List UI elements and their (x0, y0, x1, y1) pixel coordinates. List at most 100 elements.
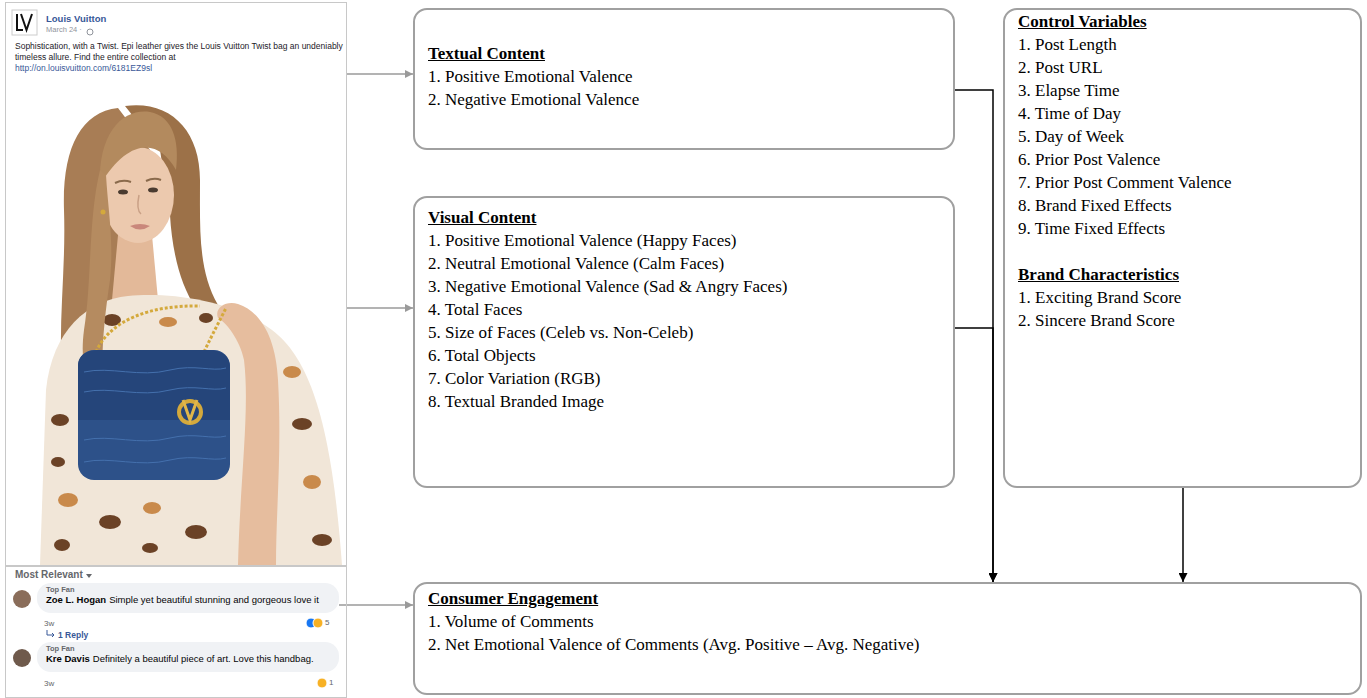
outcome-box: Consumer Engagement1. Volume of Comments… (413, 582, 1362, 695)
control-box: Control Variables1. Post Length2. Post U… (1003, 8, 1362, 488)
connector-arrow (955, 328, 993, 582)
box-heading: Brand Characteristics (1018, 263, 1350, 286)
brow (115, 181, 131, 183)
connector-arrow (339, 604, 413, 606)
print-spot (143, 502, 161, 514)
fringe (100, 112, 177, 185)
earring (101, 210, 106, 215)
print-spot (99, 515, 121, 529)
handbag (78, 350, 230, 480)
eye (118, 190, 128, 195)
connector-arrow (347, 73, 413, 75)
twist-clasp (183, 400, 197, 420)
post-panel: Louis VuittonMarch 24 · Sophistication, w… (5, 2, 347, 566)
box-heading: Control Variables (1018, 10, 1350, 33)
variable-item: 2. Negative Emotional Valence (428, 88, 943, 111)
comment-author: Zoe L. Hogan (46, 594, 106, 605)
box-heading: Textual Content (428, 42, 943, 65)
variable-item: 8. Brand Fixed Effects (1018, 194, 1244, 217)
photo-ground (6, 92, 346, 565)
globe-icon (87, 29, 93, 35)
label-slot: 3w (44, 679, 54, 688)
bag-chain (204, 308, 226, 352)
comment-line: Kre DavisDefinitely a beautiful piece of… (46, 653, 330, 664)
post-caption: Sophistication, with a Twist. Epi leathe… (15, 41, 343, 63)
reaction-count: 1 (329, 678, 333, 687)
leather-grain (84, 388, 226, 393)
variable-item: 7. Color Variation (RGB) (428, 367, 943, 390)
leather-grain (84, 436, 226, 441)
print-spot (292, 418, 312, 430)
logo-mark (21, 14, 32, 30)
sort-label: Most Relevant (15, 569, 346, 580)
variable-item: 2. Sincere Brand Score (1018, 309, 1244, 332)
print-spot (58, 493, 78, 507)
print-spot (199, 313, 213, 323)
logo-frame (12, 10, 37, 35)
variable-item: 7. Prior Post Comment Valence (1018, 171, 1244, 194)
timestamp: 3w (44, 679, 54, 688)
label-slot: 5 (325, 618, 329, 627)
variable-item: 1. Exciting Brand Score (1018, 286, 1244, 309)
post-date: March 24 · (46, 25, 346, 35)
fan-badge: Top Fan (46, 585, 330, 594)
variable-item: 4. Time of Day (1018, 102, 1244, 125)
comment-bubble: Top FanZoe L. HoganSimple yet beautiful … (37, 583, 339, 613)
connector-arrow (955, 90, 993, 582)
twist-clasp (179, 401, 201, 423)
fan-badge: Top Fan (46, 644, 330, 653)
print-spot (159, 317, 177, 327)
print-spot (283, 366, 301, 378)
variable-item: 1. Post Length (1018, 33, 1244, 56)
variable-item: 2. Neutral Emotional Valence (Calm Faces… (428, 252, 943, 275)
leather-grain (84, 458, 226, 463)
comment-line: Zoe L. HoganSimple yet beautiful stunnin… (46, 594, 330, 605)
comments-panel: Most RelevantTop FanZoe L. HoganSimple y… (5, 566, 347, 698)
variable-item: 2. Net Emotional Valence of Comments (Av… (428, 633, 1350, 656)
sort-caret (86, 574, 92, 578)
variable-item: 6. Prior Post Valence (1018, 148, 1244, 171)
variable-item: 5. Size of Faces (Celeb vs. Non-Celeb) (428, 321, 943, 344)
nose (138, 195, 141, 214)
connector-arrow (1182, 488, 1184, 582)
model-photo (40, 105, 342, 565)
print-spot (51, 414, 69, 426)
box-heading: Consumer Engagement (428, 587, 1350, 610)
label-slot: 1 (329, 678, 333, 687)
print-spot (142, 543, 158, 553)
print-spot (312, 534, 332, 546)
comment-text: Definitely a beautiful piece of art. Lov… (93, 653, 314, 664)
connector-arrow (347, 307, 413, 309)
construct-box: Visual Content1. Positive Emotional Vale… (413, 196, 955, 488)
box-heading: Visual Content (428, 206, 943, 229)
leather-grain (84, 368, 226, 373)
variable-item: 5. Day of Week (1018, 125, 1244, 148)
label-slot: 3w (44, 619, 54, 628)
label-slot: 1 Reply (58, 630, 88, 640)
print-spot (185, 525, 207, 539)
variable-item: 3. Elapse Time (1018, 79, 1244, 102)
page-logo (12, 10, 37, 35)
comment-text: Simple yet beautiful stunning and gorgeo… (109, 594, 319, 605)
variable-item: 1. Positive Emotional Valence (Happy Fac… (428, 229, 943, 252)
print-spot (51, 457, 65, 467)
variable-item: 1. Volume of Comments (428, 610, 1350, 633)
reaction-icon (317, 678, 327, 688)
reply-link: 1 Reply (58, 630, 88, 640)
comment-author: Kre Davis (46, 653, 90, 664)
print-spot (54, 539, 70, 551)
lips (130, 224, 150, 230)
variable-item: 9. Time Fixed Effects (1018, 217, 1244, 240)
variable-item: 4. Total Faces (428, 298, 943, 321)
reply-icon (47, 630, 54, 637)
page-name: Louis Vuitton (46, 13, 346, 25)
print-spot (303, 475, 321, 489)
eye (148, 188, 158, 193)
bag-flap (78, 350, 230, 420)
variable-item: 1. Positive Emotional Valence (428, 65, 943, 88)
neck (112, 235, 158, 300)
timestamp: 3w (44, 619, 54, 628)
post-link: http://on.louisvuitton.com/6181EZ9sl (15, 63, 346, 74)
variable-item: 2. Post URL (1018, 56, 1244, 79)
reaction-count: 5 (325, 618, 329, 627)
